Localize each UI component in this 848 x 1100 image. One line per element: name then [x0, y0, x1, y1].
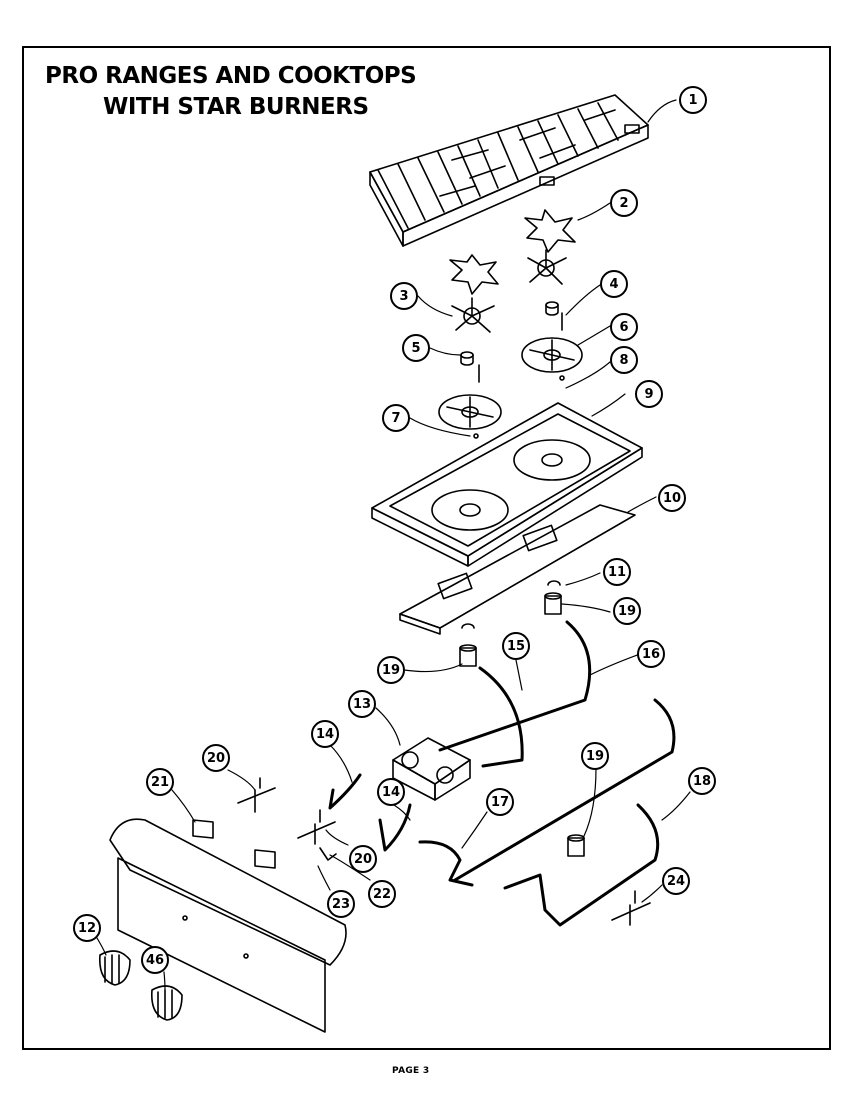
- callout-12: 12: [73, 914, 101, 942]
- callout-13: 13: [348, 690, 376, 718]
- callout-4: 4: [600, 270, 628, 298]
- callout-leaders: [96, 99, 691, 991]
- callout-2: 2: [610, 189, 638, 217]
- grate-part: [369, 94, 649, 247]
- callout-22: 22: [368, 880, 396, 908]
- callout-19a: 19: [613, 597, 641, 625]
- burner-cap-star-part: [449, 209, 576, 295]
- callout-10: 10: [658, 484, 686, 512]
- heat-shield-part: [399, 504, 636, 635]
- callout-11: 11: [603, 558, 631, 586]
- callout-17: 17: [486, 788, 514, 816]
- page-number: PAGE 3: [392, 1066, 430, 1076]
- burner-pan-part: [371, 402, 643, 567]
- callout-23: 23: [327, 890, 355, 918]
- callout-7: 7: [382, 404, 410, 432]
- callout-8: 8: [610, 346, 638, 374]
- callout-6: 6: [610, 313, 638, 341]
- orifice-parts: [460, 301, 565, 439]
- mounting-bracket-parts: [192, 819, 276, 869]
- gas-valve-assembly-part: [392, 737, 471, 801]
- callout-15: 15: [502, 632, 530, 660]
- callout-21: 21: [146, 768, 174, 796]
- callout-19b: 19: [377, 656, 405, 684]
- page-title-line2: WITH STAR BURNERS: [103, 94, 369, 120]
- control-knob-parts: [98, 950, 183, 1021]
- gas-tube-parts: [328, 620, 676, 927]
- callout-19c: 19: [581, 742, 609, 770]
- callout-24: 24: [662, 867, 690, 895]
- callout-14a: 14: [311, 720, 339, 748]
- burner-base-part: [438, 337, 583, 430]
- page-title-line1: PRO RANGES AND COOKTOPS: [45, 63, 417, 89]
- callout-46: 46: [141, 946, 169, 974]
- burner-head-part: [451, 249, 567, 333]
- valve-part: [459, 580, 585, 857]
- callout-1: 1: [679, 86, 707, 114]
- callout-14b: 14: [377, 778, 405, 806]
- spark-switch-parts: [237, 777, 651, 926]
- callout-20b: 20: [349, 845, 377, 873]
- callout-9: 9: [635, 380, 663, 408]
- callout-3: 3: [390, 282, 418, 310]
- diagram-frame: [22, 46, 831, 1050]
- callout-5: 5: [402, 334, 430, 362]
- callout-18: 18: [688, 767, 716, 795]
- callout-20a: 20: [202, 744, 230, 772]
- callout-16: 16: [637, 640, 665, 668]
- control-panel-part: [109, 818, 347, 1033]
